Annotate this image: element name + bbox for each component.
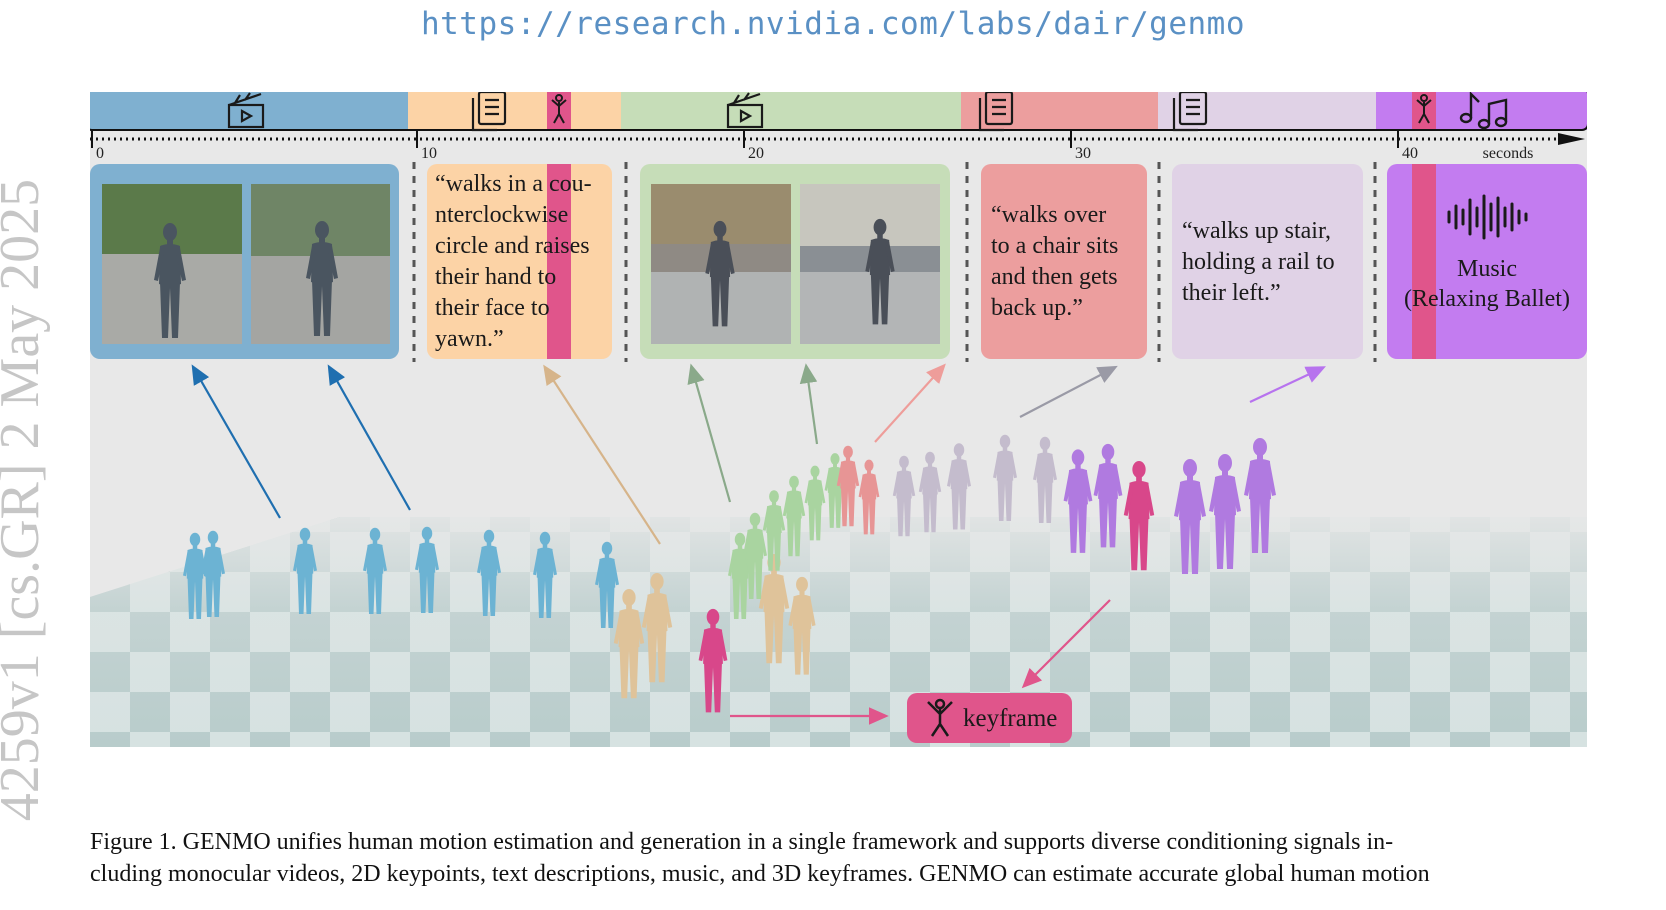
music-subtitle: (Relaxing Ballet): [1404, 286, 1570, 312]
figure-scene: 0 10 20 30 40 seconds “walks in a cou- n…: [90, 92, 1587, 747]
tick-label: 10: [421, 145, 437, 162]
segment-text-1: [408, 92, 621, 130]
document-icon: [978, 92, 1014, 132]
text-card-2: “walks over to a chair sits and then get…: [981, 164, 1147, 359]
tick-label: 40: [1402, 145, 1418, 162]
video-card-2: [640, 164, 950, 359]
card-text-line: holding a rail to: [1182, 249, 1335, 275]
project-url[interactable]: https://research.nvidia.com/labs/dair/ge…: [420, 6, 1246, 42]
tick-label: 30: [1075, 145, 1091, 162]
music-card: Music (Relaxing Ballet): [1387, 164, 1587, 359]
card-text-line: nterclockwise: [435, 202, 568, 228]
video-frame: [251, 184, 390, 344]
teaser-figure: 0 10 20 30 40 seconds “walks in a cou- n…: [90, 92, 1587, 802]
music-note-icon: [1459, 92, 1508, 130]
figure-caption: Figure 1. GENMO unifies human motion est…: [90, 826, 1587, 890]
card-text-line: to a chair sits: [991, 233, 1118, 259]
card-text-line: and then gets: [991, 264, 1118, 290]
segment-music: [1376, 92, 1587, 130]
card-text-line: “walks up stair,: [1182, 218, 1331, 244]
segment-video-2: [621, 92, 961, 130]
keyframe-label: keyframe: [963, 705, 1057, 732]
text-card-1: “walks in a cou- nterclockwise circle an…: [427, 164, 612, 359]
card-text-line: “walks in a cou-: [435, 171, 592, 197]
video-frame: [102, 184, 242, 344]
card-text-line: their left.”: [1182, 280, 1281, 306]
card-text-line: yawn.”: [435, 326, 504, 352]
music-title: Music: [1457, 256, 1517, 282]
axis-unit-label: seconds: [1483, 145, 1534, 162]
segment-separators: [412, 162, 1377, 362]
keyframe-pose-icon: [927, 698, 953, 737]
video-frame: [651, 184, 791, 344]
keyframe-pose-icon: [551, 94, 567, 124]
tick-label: 0: [96, 145, 104, 162]
text-card-3: “walks up stair, holding a rail to their…: [1172, 164, 1363, 359]
clapperboard-icon: [726, 92, 764, 129]
card-text-line: their hand to: [435, 264, 556, 290]
video-card-1: [90, 164, 399, 359]
arxiv-stamp: 4259v1 [cs.GR] 2 May 2025: [0, 178, 51, 822]
card-text-line: circle and raises: [435, 233, 590, 259]
card-text-line: “walks over: [991, 202, 1106, 228]
caption-line: cluding monocular videos, 2D keypoints, …: [90, 861, 1430, 887]
keyframe-pose-icon: [1416, 94, 1432, 124]
card-text-line: back up.”: [991, 295, 1083, 321]
keyframe-marker-1: [547, 164, 571, 359]
connector-arrows: [191, 363, 1326, 725]
card-text-line: their face to: [435, 295, 550, 321]
document-icon: [1172, 92, 1208, 132]
caption-line: Figure 1. GENMO unifies human motion est…: [90, 829, 1394, 855]
time-axis: 0 10 20 30 40 seconds: [90, 131, 1585, 162]
timeline-border: [90, 92, 1587, 131]
timeline-bar: [90, 92, 1587, 132]
clapperboard-icon: [227, 92, 265, 129]
keyframe-marker-2: [1412, 164, 1436, 359]
keyframe-badge: keyframe: [907, 693, 1072, 743]
sound-wave-icon: [1447, 194, 1528, 240]
checkered-floor: [90, 517, 1587, 747]
tick-label: 20: [748, 145, 764, 162]
video-frame: [800, 184, 940, 344]
document-icon: [471, 92, 507, 132]
